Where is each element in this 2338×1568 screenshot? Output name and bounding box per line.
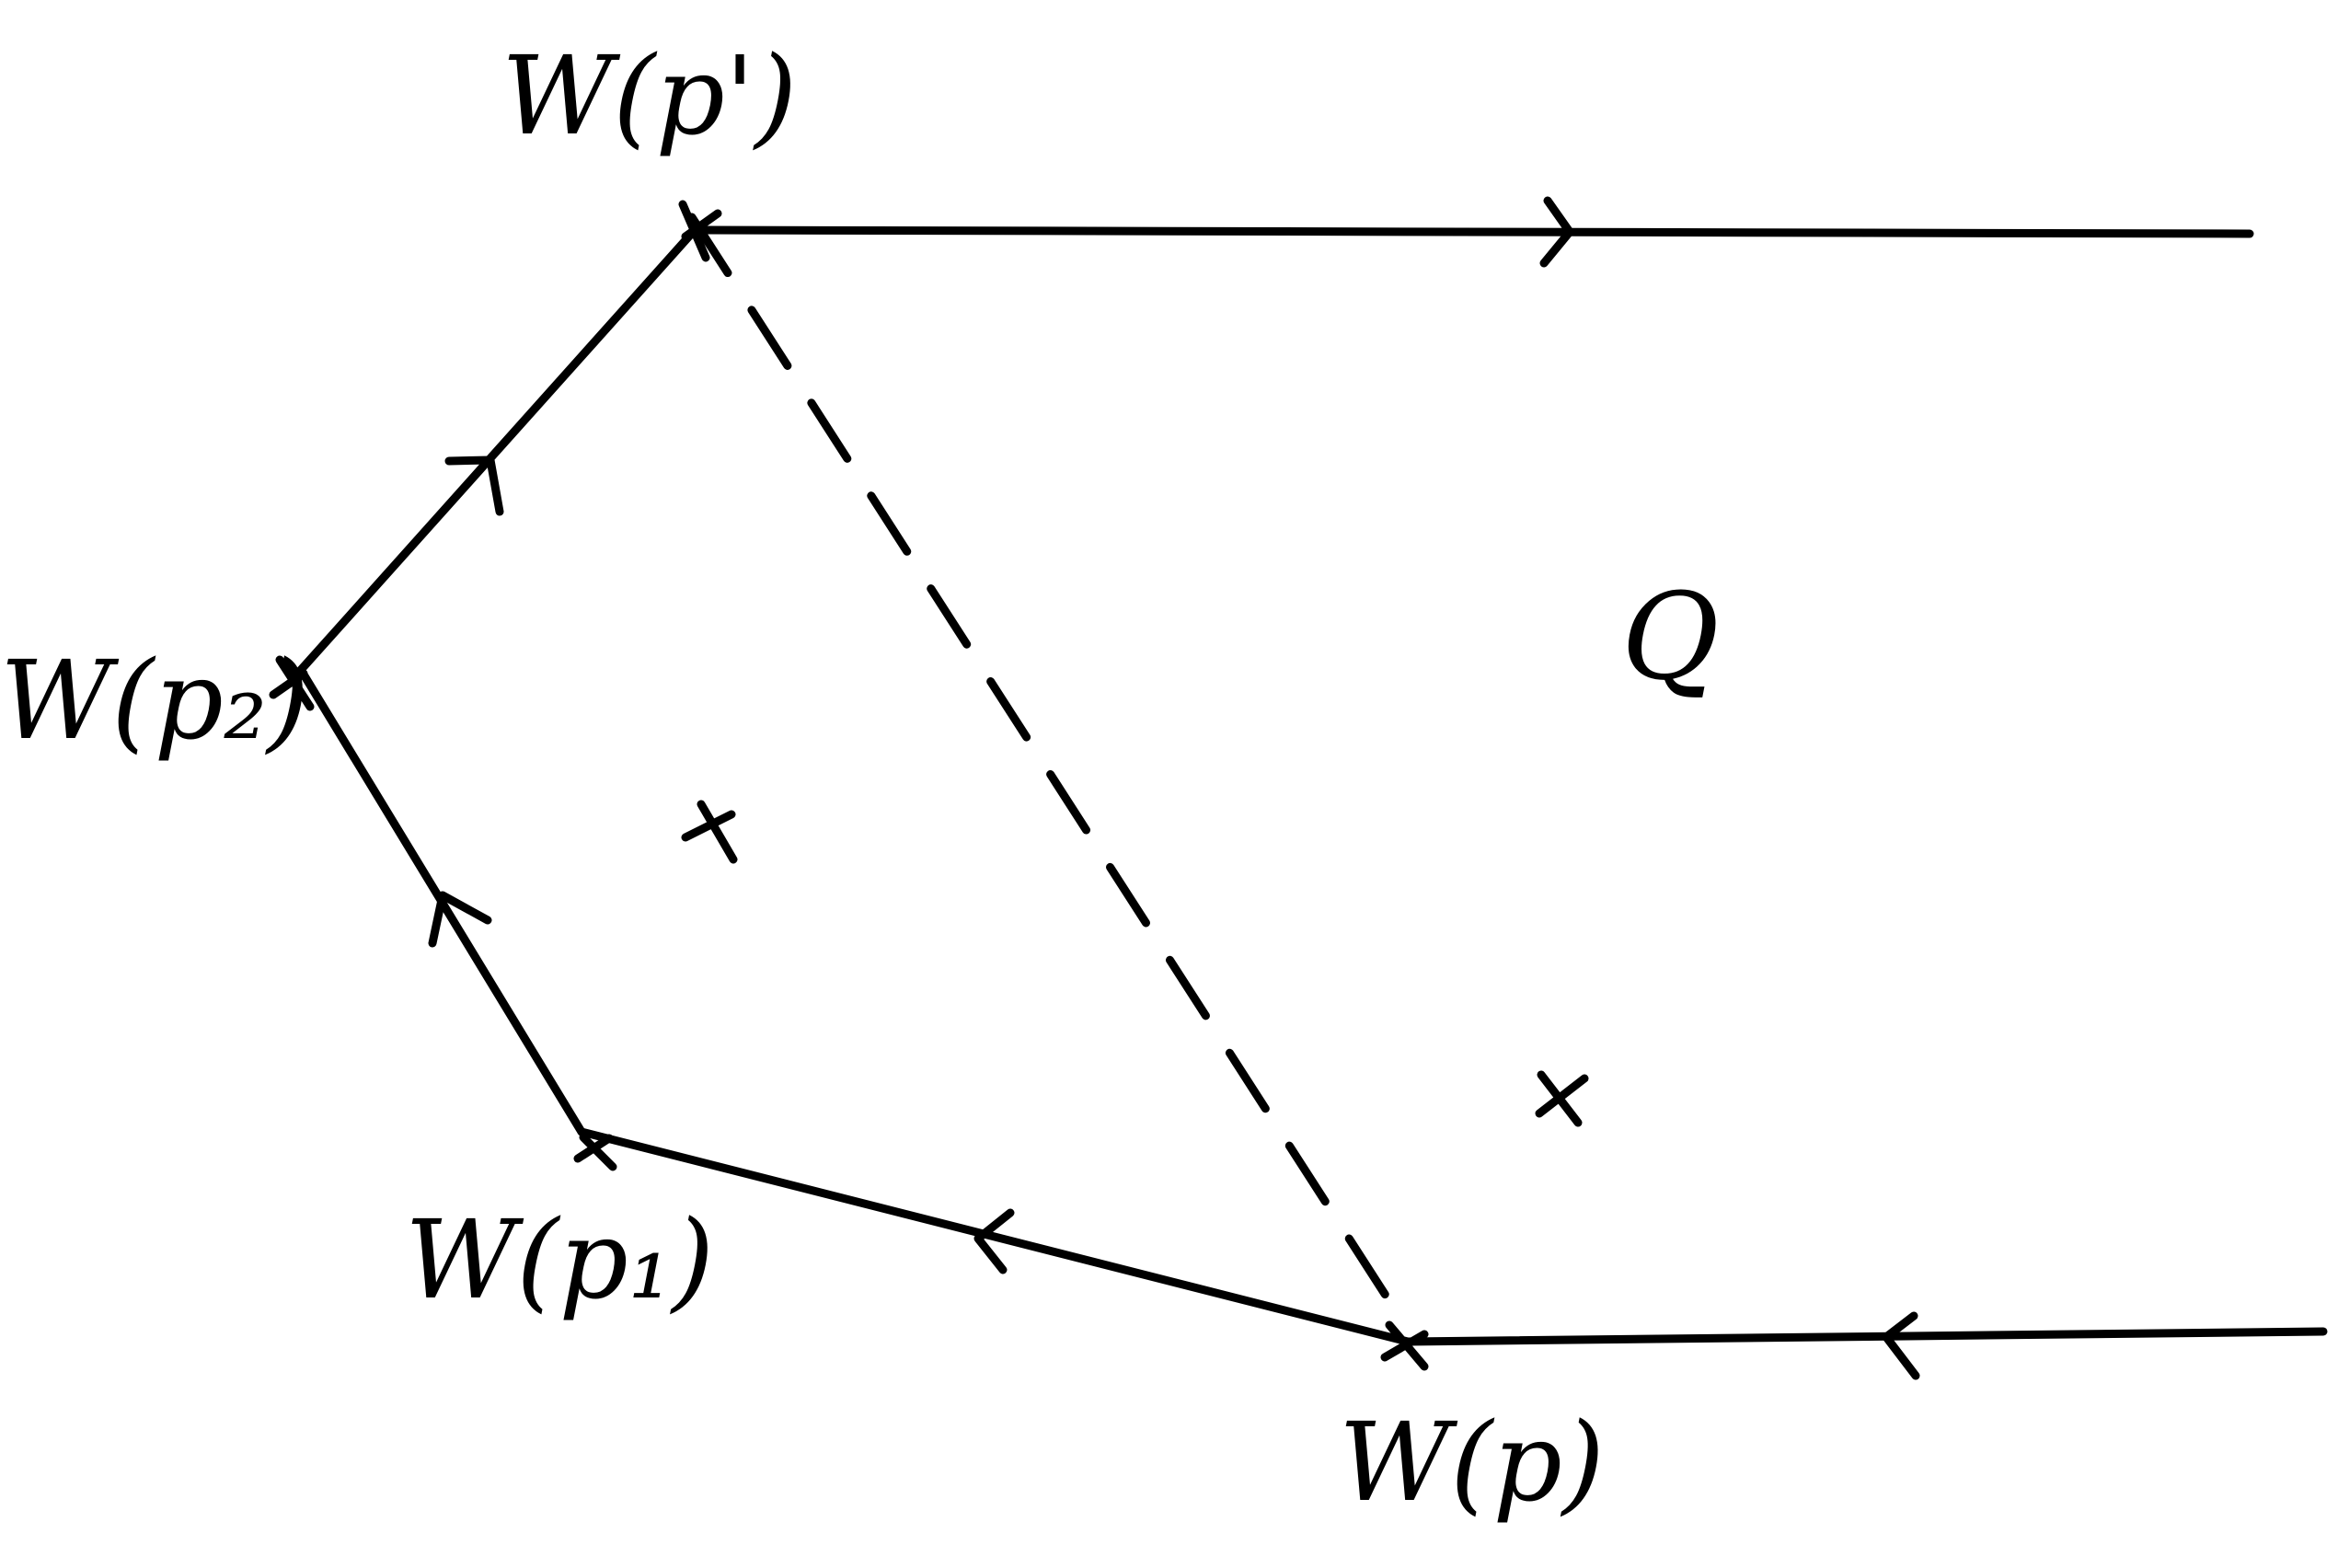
arrow-up-right-icon xyxy=(444,455,504,516)
cross-mark-outer xyxy=(1535,1070,1589,1127)
direction-arrows xyxy=(428,196,1920,1380)
label-w-p2: W(p₂) xyxy=(0,637,309,764)
cross-marks xyxy=(681,800,1589,1127)
vertex-marker-p1 xyxy=(573,1133,617,1171)
dashed-line xyxy=(687,213,1411,1332)
segment-p2-to-pprime xyxy=(296,225,699,674)
label-w-p: W(p) xyxy=(1339,1399,1605,1526)
label-w-p1: W(p₁) xyxy=(405,1196,714,1323)
arrow-left-icon xyxy=(973,1208,1015,1274)
arrow-up-left-icon xyxy=(428,891,492,948)
label-w-p-prime: W(p') xyxy=(501,32,797,159)
outgoing-line xyxy=(690,225,2254,238)
cross-mark-inner xyxy=(681,800,738,864)
vertex-marker-p2 xyxy=(269,655,315,711)
vertex-marker-p xyxy=(1380,1320,1429,1371)
arrow-right-icon xyxy=(1539,196,1574,268)
incoming-line xyxy=(1403,1327,2328,1346)
label-q: Q xyxy=(1621,567,1720,707)
segment-p-to-p1 xyxy=(577,1127,1412,1346)
arrow-left-icon xyxy=(1882,1311,1920,1380)
vertex-markers xyxy=(269,200,1429,1371)
